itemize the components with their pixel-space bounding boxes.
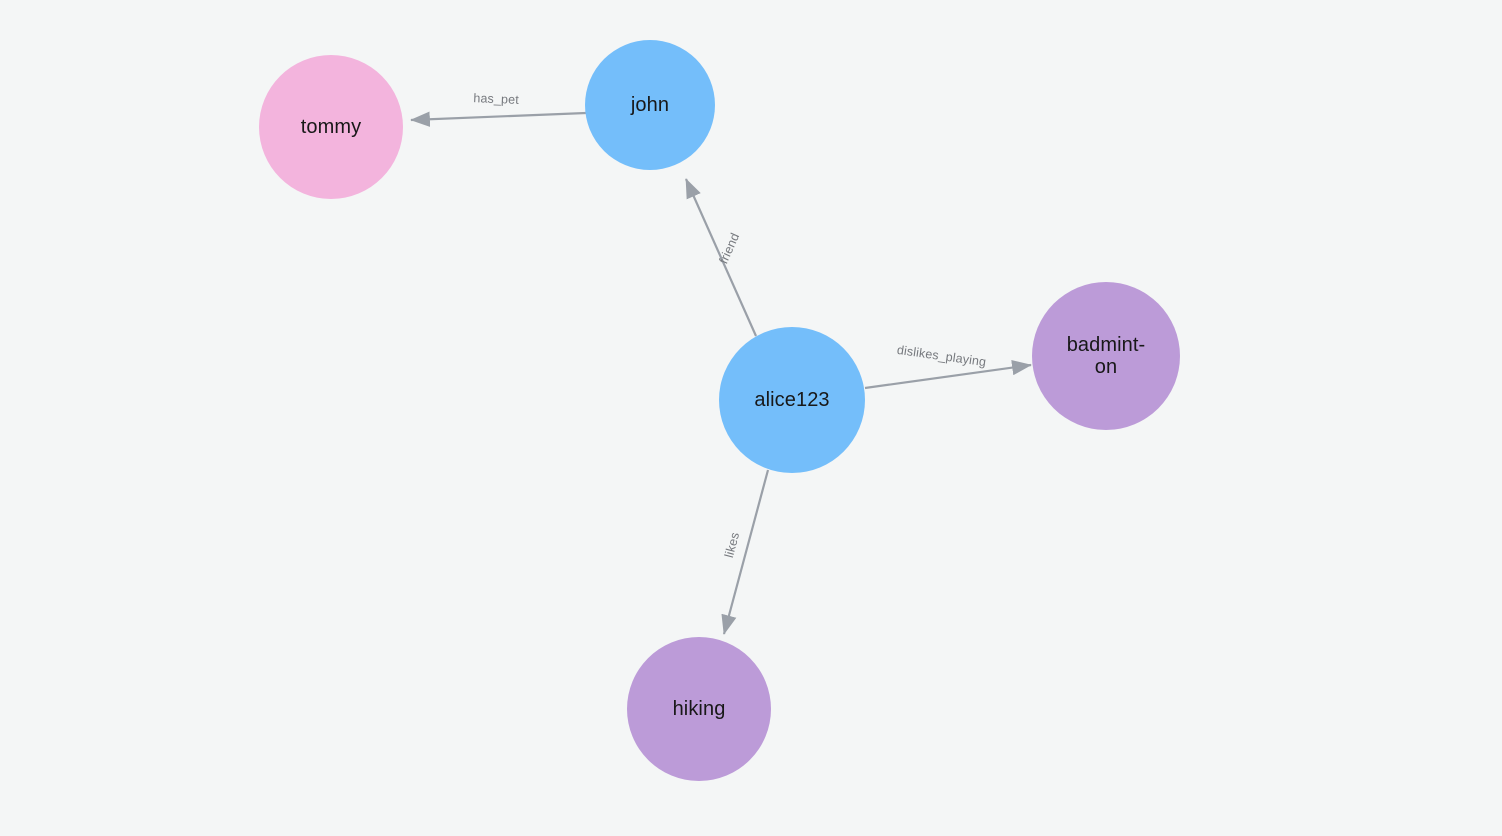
node-label: badmint- on bbox=[1066, 333, 1146, 378]
edge-label: friend bbox=[716, 231, 742, 266]
node-label: john bbox=[630, 93, 670, 116]
graph-node-john[interactable]: john bbox=[585, 40, 715, 170]
graph-edge[interactable] bbox=[410, 111, 587, 127]
graph-node-badminton[interactable]: badmint- on bbox=[1032, 282, 1180, 430]
node-label: hiking bbox=[672, 697, 726, 720]
graph-node-tommy[interactable]: tommy bbox=[259, 55, 403, 199]
edge-label: dislikes_playing bbox=[896, 343, 987, 369]
graph-edge[interactable] bbox=[721, 469, 770, 635]
graph-node-alice123[interactable]: alice123 bbox=[719, 327, 865, 473]
node-label: tommy bbox=[300, 115, 362, 138]
graph-edge[interactable] bbox=[864, 359, 1032, 390]
graph-node-hiking[interactable]: hiking bbox=[627, 637, 771, 781]
graph-edge[interactable] bbox=[684, 178, 758, 337]
edge-label: has_pet bbox=[473, 91, 519, 107]
edge-label: likes bbox=[722, 531, 742, 560]
node-label: alice123 bbox=[754, 388, 830, 411]
